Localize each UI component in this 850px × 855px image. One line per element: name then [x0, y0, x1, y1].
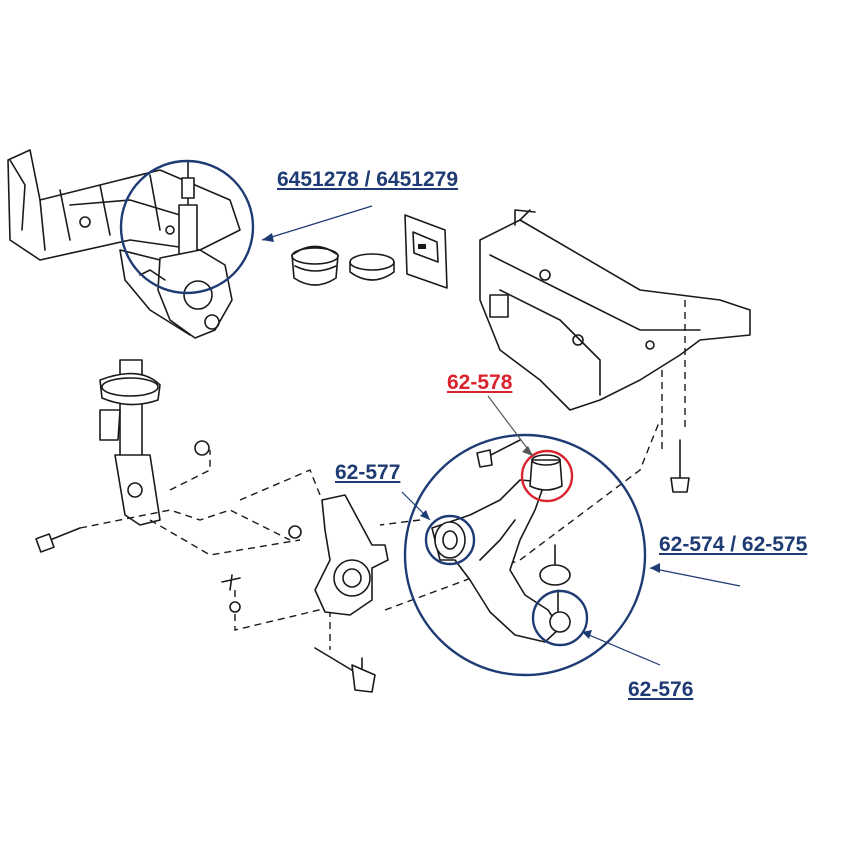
control-arm-callout-circle [403, 433, 647, 677]
steering-knuckle [314, 494, 389, 616]
strut-assembly-lower [99, 359, 161, 526]
rear-crossmember [479, 209, 751, 411]
front-bush-callout-circle [424, 514, 476, 566]
part-label-control-arm: 62-574 / 62-575 [659, 533, 808, 556]
rear-bushing [529, 454, 563, 491]
arm-bolt [476, 439, 521, 468]
guide-line [79, 509, 291, 541]
cotter-pin-and-nut [221, 574, 241, 613]
long-bolt-right [670, 439, 690, 493]
tie-rod-end [314, 647, 376, 693]
ball-joint-part [549, 589, 571, 633]
rear-bush-callout-circle [520, 449, 574, 503]
part-label-strut: 6451278 / 6451279 [277, 168, 459, 191]
part-label-front-bush: 62-577 [335, 461, 401, 484]
rubber-mount [539, 544, 571, 586]
bolt-left [35, 527, 81, 553]
lower-control-arm [431, 479, 561, 643]
small-bolt [288, 525, 302, 539]
part-label-rear-bush: 62-578 [447, 371, 513, 394]
part-label-ball-joint: 62-576 [628, 678, 694, 701]
sealing-kit [404, 214, 448, 289]
guide-line [379, 519, 421, 526]
guide-line [239, 469, 331, 521]
front-bushing [434, 521, 466, 559]
strut-boot [291, 245, 339, 286]
leader-line-red [487, 395, 534, 457]
guide-line [169, 450, 211, 491]
ball-joint-callout-circle [531, 589, 589, 647]
strut-callout-circle [119, 159, 255, 295]
guide-line [149, 519, 301, 556]
leader-lines [261, 205, 741, 666]
leader-arrow-red [522, 446, 533, 456]
leader-arrows [262, 233, 660, 639]
strut-assembly-top [139, 161, 233, 339]
bump-ring [349, 253, 395, 281]
nut-upper [194, 440, 210, 456]
guide-line [384, 419, 661, 611]
